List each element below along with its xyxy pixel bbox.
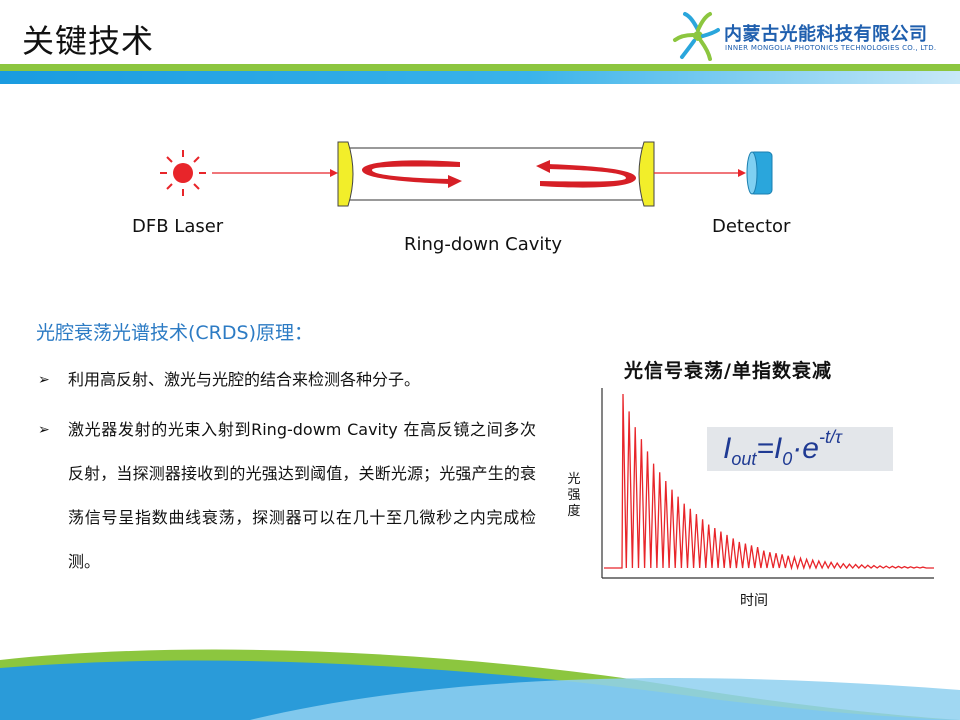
laser-icon — [160, 150, 206, 196]
bullet-item: ➢ 激光器发射的光束入射到Ring-dowm Cavity 在高反镜之间多次反射… — [36, 408, 536, 584]
arrow-bullet-icon: ➢ — [38, 372, 50, 388]
principle-bullets: ➢ 利用高反射、激光与光腔的结合来检测各种分子。 ➢ 激光器发射的光束入射到Ri… — [36, 362, 536, 584]
bullet-text: 激光器发射的光束入射到Ring-dowm Cavity 在高反镜之间多次反射，当… — [68, 420, 536, 571]
formula-sub-out: out — [731, 449, 757, 469]
crds-setup-diagram — [160, 141, 773, 207]
decay-formula-box: Iout=I0·e-t/τ — [707, 427, 893, 471]
formula-dot: · — [792, 432, 803, 465]
section-heading: 光腔衰荡光谱技术(CRDS)原理： — [36, 322, 313, 344]
detector-label: Detector — [712, 216, 791, 237]
bullet-item: ➢ 利用高反射、激光与光腔的结合来检测各种分子。 — [36, 362, 536, 398]
bullet-text: 利用高反射、激光与光腔的结合来检测各种分子。 — [68, 370, 421, 389]
ringdown-chart — [601, 388, 934, 579]
formula-i: I — [723, 432, 732, 465]
footer-green-swoosh — [0, 649, 960, 720]
circulating-light-arrows — [362, 160, 636, 188]
logo-mark-icon — [673, 12, 720, 61]
footer-light-swoosh — [250, 678, 960, 720]
laser-label: DFB Laser — [132, 216, 224, 237]
logo-company-name-en: INNER MONGOLIA PHOTONICS TECHNOLOGIES CO… — [725, 44, 937, 52]
company-logo: 内蒙古光能科技有限公司 INNER MONGOLIA PHOTONICS TEC… — [672, 10, 942, 62]
x-axis-label: 时间 — [740, 593, 768, 609]
formula-i0: I — [773, 432, 783, 465]
logo-company-name-cn: 内蒙古光能科技有限公司 — [724, 24, 928, 45]
chart-title: 光信号衰荡/单指数衰减 — [624, 360, 832, 382]
formula-exponent: -t/τ — [818, 427, 842, 447]
formula-e: e — [802, 432, 819, 465]
header-bar — [0, 64, 960, 84]
chart-axes — [601, 388, 934, 579]
formula-sub-zero: 0 — [782, 449, 793, 469]
right-mirror — [638, 141, 655, 207]
cavity-label: Ring-down Cavity — [404, 234, 563, 255]
header-bar-blue — [0, 71, 960, 84]
header-bar-green — [0, 64, 960, 71]
ringdown-signal-line — [604, 393, 934, 571]
laser-beam — [212, 169, 338, 177]
y-axis-label: 光强度 — [567, 472, 581, 519]
footer-blue-swoosh — [0, 660, 960, 720]
decay-formula: Iout=I0·e-t/τ — [723, 427, 842, 470]
detector-icon — [746, 151, 773, 195]
output-beam — [654, 169, 746, 177]
slide-title: 关键技术 — [22, 22, 155, 60]
arrow-bullet-icon: ➢ — [38, 422, 50, 438]
formula-equals: = — [756, 432, 774, 465]
cavity-tube — [347, 147, 644, 201]
left-mirror — [337, 141, 354, 207]
chart-series — [604, 393, 934, 571]
